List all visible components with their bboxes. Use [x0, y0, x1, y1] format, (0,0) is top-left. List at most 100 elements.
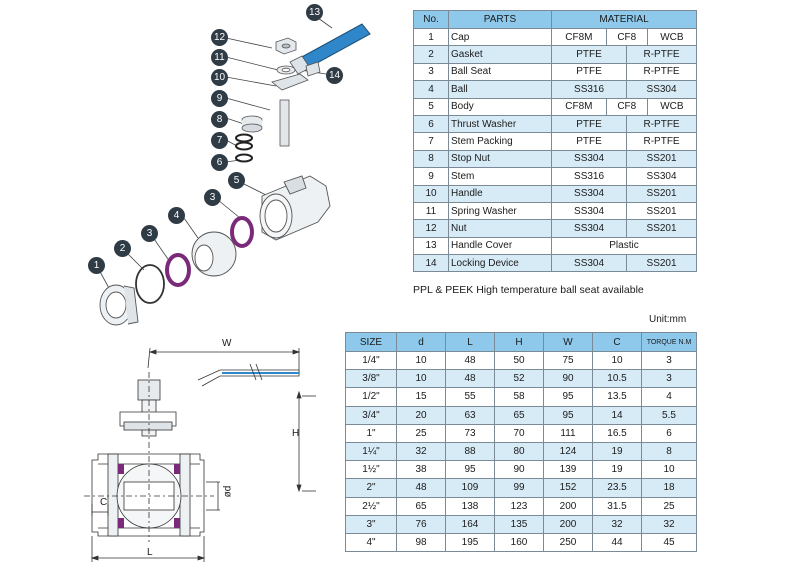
- dims-cell: 31.5: [592, 496, 642, 516]
- dims-cell: 3": [345, 514, 397, 534]
- dims-cell: 1/2": [345, 387, 397, 407]
- seat-availability-note: PPL & PEEK High temperature ball seat av…: [413, 284, 644, 296]
- callout-14: 14: [326, 67, 343, 84]
- dims-cell: 32: [592, 514, 642, 534]
- dims-cell: 200: [543, 514, 593, 534]
- dims-cell: 38: [396, 460, 446, 480]
- part-material: CF8: [605, 27, 648, 47]
- part-material: SS304: [626, 80, 697, 99]
- unit-label: Unit:mm: [649, 314, 687, 325]
- dims-cell: 95: [543, 405, 593, 425]
- dims-cell: 1/4": [345, 350, 397, 371]
- dims-cell: 44: [592, 532, 642, 553]
- part-material: SS304: [550, 254, 628, 273]
- dims-cell: 1¼": [345, 441, 397, 462]
- dims-cell: 2": [345, 478, 397, 498]
- dims-cell: 25: [641, 496, 697, 516]
- header-w: W: [543, 332, 593, 352]
- callout-11: 11: [211, 49, 228, 66]
- dims-cell: 3/4": [345, 405, 397, 425]
- dims-cell: 16.5: [592, 423, 642, 443]
- dims-cell: 99: [494, 478, 544, 498]
- part-number: 5: [413, 97, 449, 116]
- part-number: 4: [413, 80, 449, 99]
- dim-label-w: W: [222, 338, 232, 349]
- dims-cell: 124: [543, 441, 593, 462]
- header-size: SIZE: [345, 332, 397, 352]
- dims-cell: 80: [494, 441, 544, 462]
- dims-cell: 50: [494, 350, 544, 371]
- dims-cell: 8: [641, 441, 697, 462]
- dims-cell: 45: [641, 532, 697, 553]
- part-material: SS304: [626, 167, 697, 186]
- part-material: SS201: [626, 201, 697, 221]
- part-name: Body: [448, 97, 552, 116]
- header-l: L: [445, 332, 495, 352]
- dims-cell: 6: [641, 423, 697, 443]
- dims-cell: 19: [592, 441, 642, 462]
- part-name: Handle: [448, 184, 552, 203]
- dims-cell: 18: [641, 478, 697, 498]
- part-name: Ball: [448, 80, 552, 99]
- dims-cell: 3: [641, 369, 697, 389]
- part-material: SS316: [550, 80, 628, 99]
- part-number: 7: [413, 132, 449, 151]
- part-number: 13: [413, 236, 449, 256]
- callout-10: 10: [211, 69, 228, 86]
- part-material: SS304: [550, 149, 628, 169]
- dims-cell: 70: [494, 423, 544, 443]
- header-h: H: [494, 332, 544, 352]
- dim-label-d: ød: [222, 485, 234, 498]
- part-material: WCB: [646, 27, 698, 47]
- part-number: 11: [413, 201, 449, 221]
- dims-cell: 200: [543, 496, 593, 516]
- header-d: d: [396, 332, 446, 352]
- part-name: Spring Washer: [448, 201, 552, 221]
- dims-cell: 4": [345, 532, 397, 553]
- part-number: 3: [413, 62, 449, 82]
- part-material: PTFE: [550, 62, 628, 82]
- dims-cell: 10: [396, 369, 446, 389]
- callout-9: 9: [211, 90, 228, 107]
- dims-cell: 10: [396, 350, 446, 371]
- part-name: Thrust Washer: [448, 114, 552, 134]
- part-material: CF8: [605, 97, 648, 116]
- part-material: WCB: [646, 97, 698, 116]
- part-material: SS304: [550, 201, 628, 221]
- callout-3b: 3: [204, 189, 221, 206]
- dims-cell: 1½": [345, 460, 397, 480]
- dim-label-h: H: [292, 428, 300, 439]
- part-number: 2: [413, 45, 449, 64]
- part-material: SS201: [626, 254, 697, 273]
- part-number: 6: [413, 114, 449, 134]
- part-number: 8: [413, 149, 449, 169]
- part-material: CF8M: [551, 27, 607, 47]
- part-material: R-PTFE: [626, 45, 697, 64]
- dims-cell: 3/8": [345, 369, 397, 389]
- dims-cell: 32: [396, 441, 446, 462]
- dims-cell: 25: [396, 423, 446, 443]
- dims-cell: 52: [494, 369, 544, 389]
- dims-cell: 1": [345, 423, 397, 443]
- header-material: MATERIAL: [551, 10, 697, 29]
- dims-cell: 73: [445, 423, 495, 443]
- dims-cell: 95: [445, 460, 495, 480]
- part-material: SS304: [550, 219, 628, 238]
- part-material: R-PTFE: [626, 62, 697, 82]
- dims-cell: 109: [445, 478, 495, 498]
- dims-cell: 32: [641, 514, 697, 534]
- dims-cell: 10: [592, 350, 642, 371]
